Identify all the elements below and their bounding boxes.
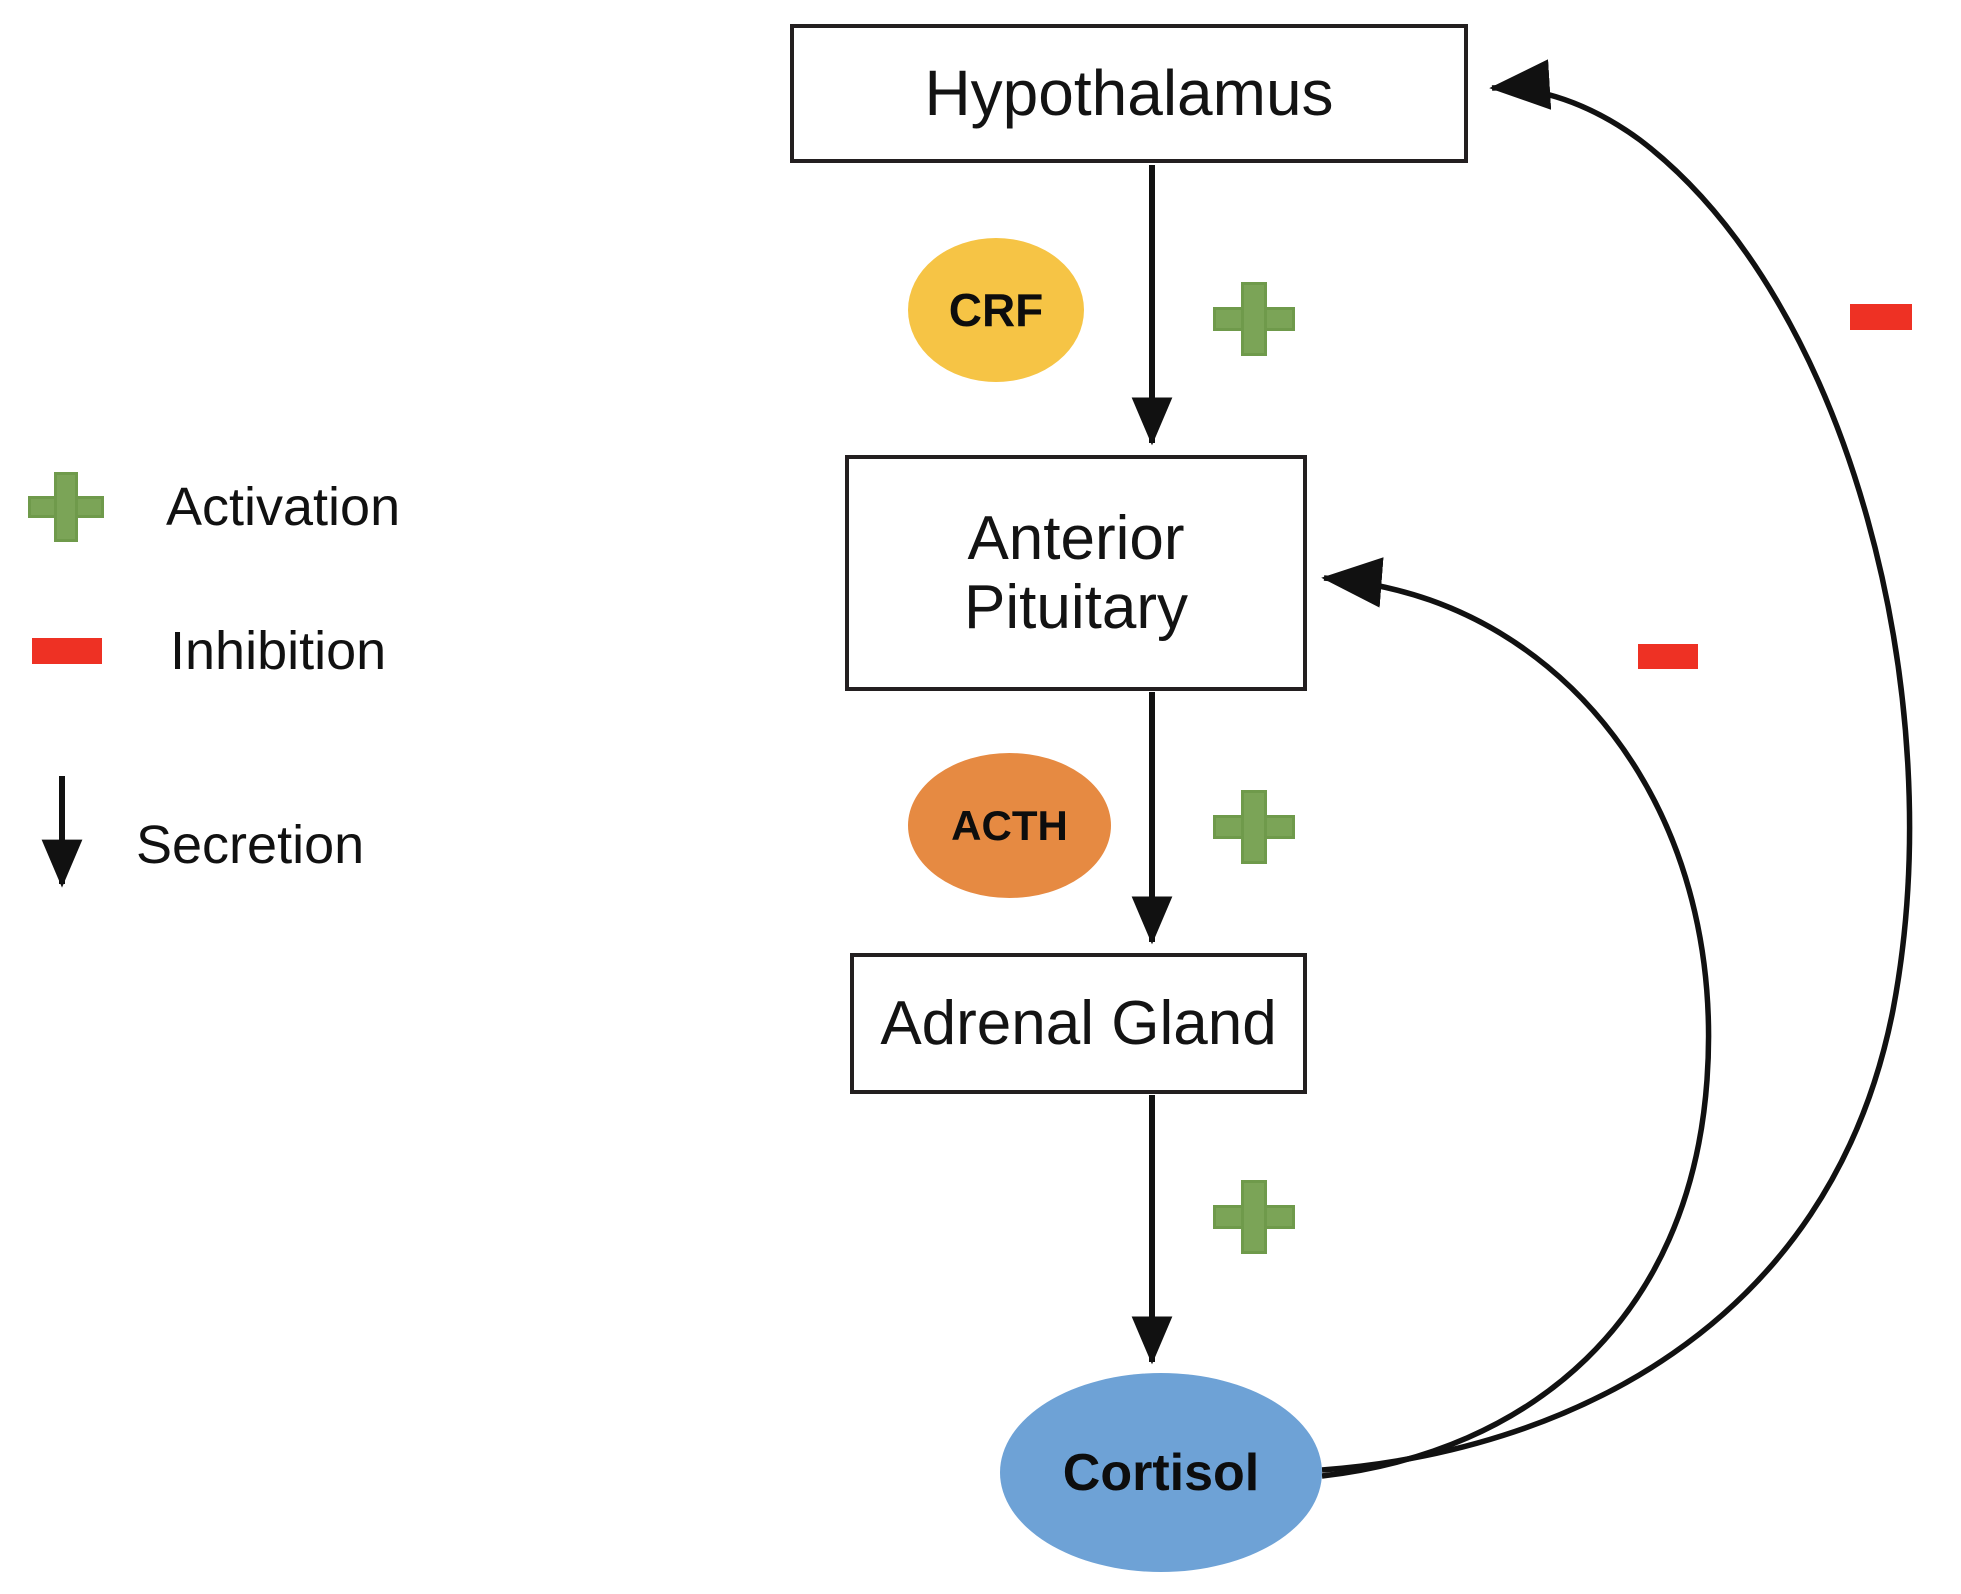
node-adrenal-gland-label: Adrenal Gland [880,988,1277,1058]
down-arrow-icon [28,772,106,892]
activation-plus-icon-cortisol [1213,1180,1295,1254]
node-hypothalamus[interactable]: Hypothalamus [790,24,1468,163]
node-crf[interactable]: CRF [908,238,1084,382]
feedback-arrow-cortisol-to-hypothalamus [1321,59,1913,1473]
legend-item-inhibition-label: Inhibition [170,621,387,681]
legend-item-activation: Activation [28,472,400,542]
legend-item-activation-label: Activation [166,477,401,537]
node-cortisol-label: Cortisol [1062,1443,1260,1502]
node-anterior-pituitary-label-line2: Pituitary [964,573,1188,642]
node-cortisol[interactable]: Cortisol [1000,1373,1322,1572]
inhibition-minus-icon-pituitary [1638,644,1698,669]
feedback-arrow-cortisol-to-pituitary [1321,557,1712,1479]
inhibition-minus-icon-hypothalamus [1850,304,1912,330]
legend-item-secretion: Secretion [28,772,364,892]
legend-item-secretion-label: Secretion [136,815,365,875]
node-acth-label: ACTH [951,801,1068,849]
node-adrenal-gland[interactable]: Adrenal Gland [850,953,1307,1094]
node-acth[interactable]: ACTH [908,753,1111,898]
node-anterior-pituitary-label-line1: Anterior [967,503,1185,573]
legend-item-inhibition: Inhibition [28,620,386,682]
minus-icon [32,638,102,664]
node-anterior-pituitary[interactable]: Anterior Pituitary [845,455,1307,691]
node-hypothalamus-label: Hypothalamus [924,56,1334,129]
activation-plus-icon-acth [1213,790,1295,864]
node-crf-label: CRF [948,284,1044,336]
activation-plus-icon-crf [1213,282,1295,356]
node-anterior-pituitary-label: Anterior Pituitary [964,504,1188,643]
plus-icon [28,472,104,542]
